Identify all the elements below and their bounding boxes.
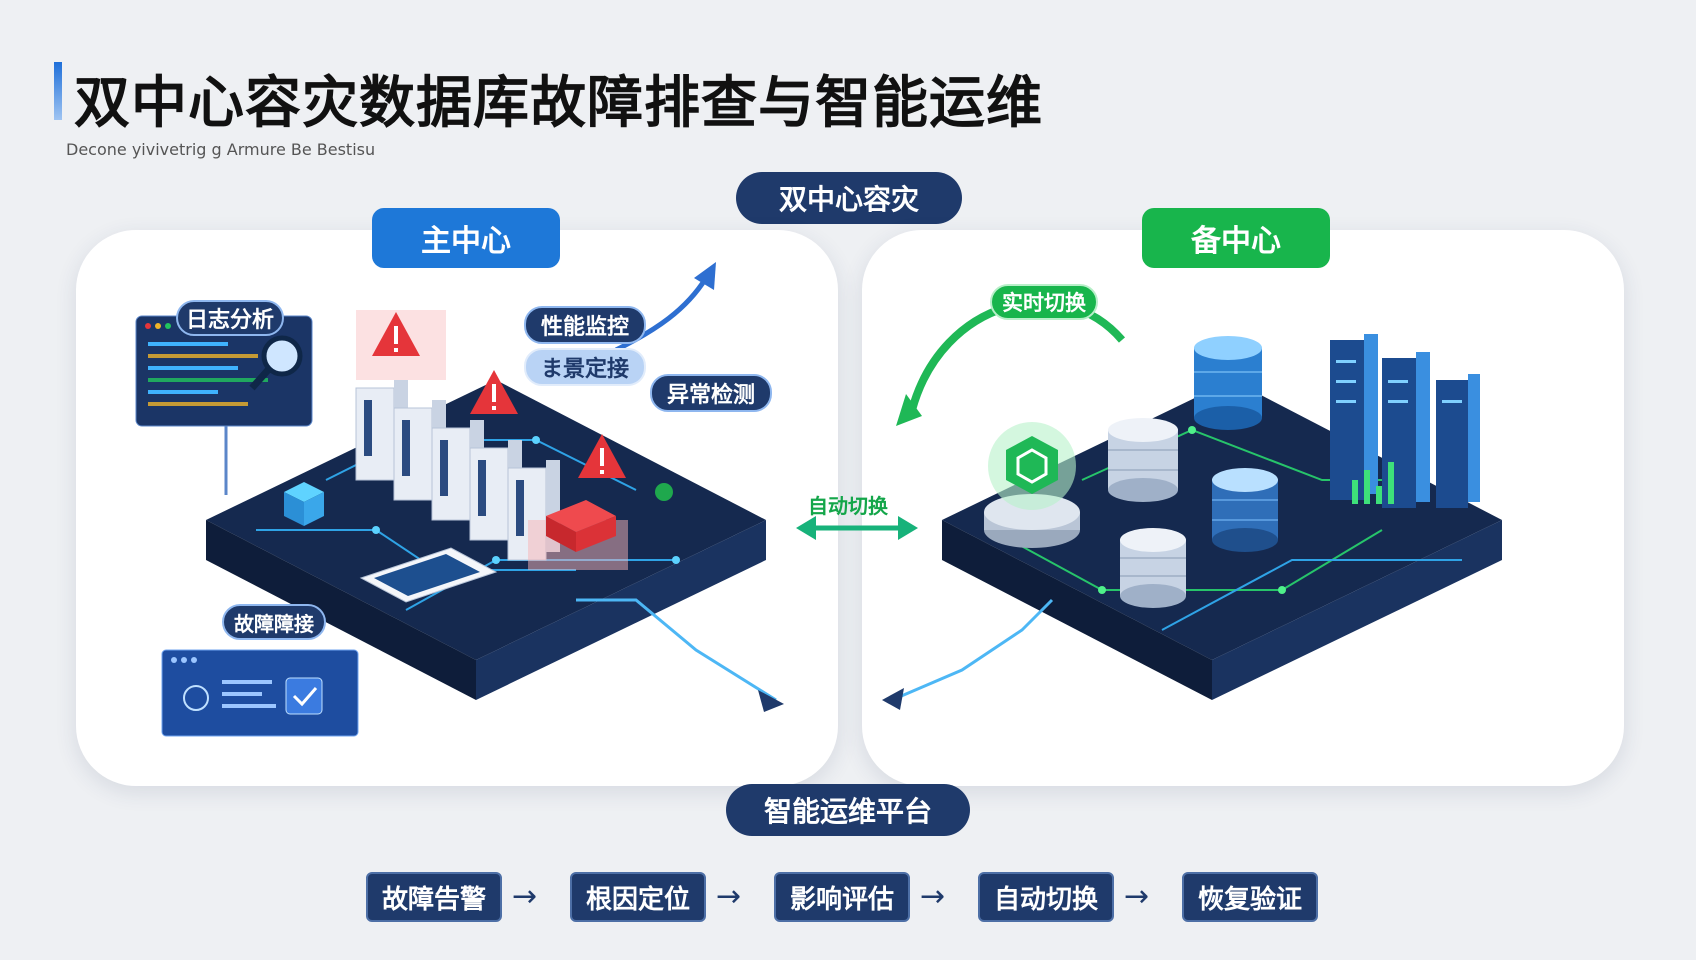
- alert-triangle-icon: [578, 434, 626, 478]
- bar-graph-icon: [1352, 462, 1394, 504]
- tag-anomaly-detection: 异常检测: [650, 374, 772, 412]
- flow-step-auto-switch: 自动切换: [978, 872, 1114, 922]
- database-icon: [1120, 528, 1186, 608]
- tag-fault-diagnosis: 故障障接: [222, 604, 326, 640]
- primary-center-illustration: [135, 262, 784, 737]
- primary-center-title: 主中心: [372, 208, 560, 268]
- dual-center-label: 双中心容灾: [736, 172, 962, 224]
- log-window-icon: [135, 315, 313, 427]
- shield-icon: [984, 422, 1080, 548]
- console-device-icon: [359, 547, 498, 603]
- flow-arrow: →: [920, 879, 946, 914]
- primary-platform-left: [206, 520, 476, 700]
- server-rack-group: [355, 380, 560, 561]
- flow-arrow: →: [1124, 879, 1150, 914]
- tag-log-analysis: 日志分析: [176, 300, 284, 336]
- tag-locate: ま景定接: [524, 348, 646, 386]
- database-icon: [1108, 418, 1178, 502]
- flow-step-recovery-verify: 恢复验证: [1182, 872, 1318, 922]
- backup-center-title: 备中心: [1142, 208, 1330, 268]
- auto-switch-link-label: 自动切换: [808, 494, 888, 518]
- alert-triangle-icon: [470, 370, 518, 414]
- page-subtitle: Decone yivivetrig g Armure Be Bestisu: [66, 140, 376, 159]
- tag-performance-monitor: 性能监控: [524, 306, 646, 344]
- backup-center-panel: [862, 230, 1624, 786]
- primary-platform-right: [476, 520, 766, 700]
- backup-center-illustration: [882, 298, 1502, 710]
- status-indicator-icon: [655, 483, 673, 501]
- flow-arrow: →: [716, 879, 742, 914]
- flow-step-root-cause: 根因定位: [570, 872, 706, 922]
- ops-platform-label: 智能运维平台: [726, 784, 970, 836]
- title-accent-bar: [54, 62, 62, 120]
- link-line: [576, 598, 777, 702]
- flow-arrow: →: [512, 879, 538, 914]
- data-cube-icon: [284, 482, 324, 526]
- diagnosis-window-icon: [161, 649, 359, 737]
- database-icon: [1194, 336, 1262, 430]
- tag-realtime-switch: 实时切换: [990, 284, 1098, 320]
- alert-triangle-icon: [356, 310, 446, 380]
- page-title: 双中心容灾数据库故障排查与智能运维: [74, 71, 1043, 136]
- primary-center-panel: [76, 230, 838, 786]
- flow-step-fault-alert: 故障告警: [366, 872, 502, 922]
- database-icon: [1212, 468, 1278, 552]
- flow-step-impact-assessment: 影响评估: [774, 872, 910, 922]
- link-line: [891, 598, 1054, 702]
- fault-module-icon: [528, 500, 628, 570]
- bidirectional-arrow-icon: [796, 516, 918, 540]
- server-tower-icon: [1330, 334, 1480, 508]
